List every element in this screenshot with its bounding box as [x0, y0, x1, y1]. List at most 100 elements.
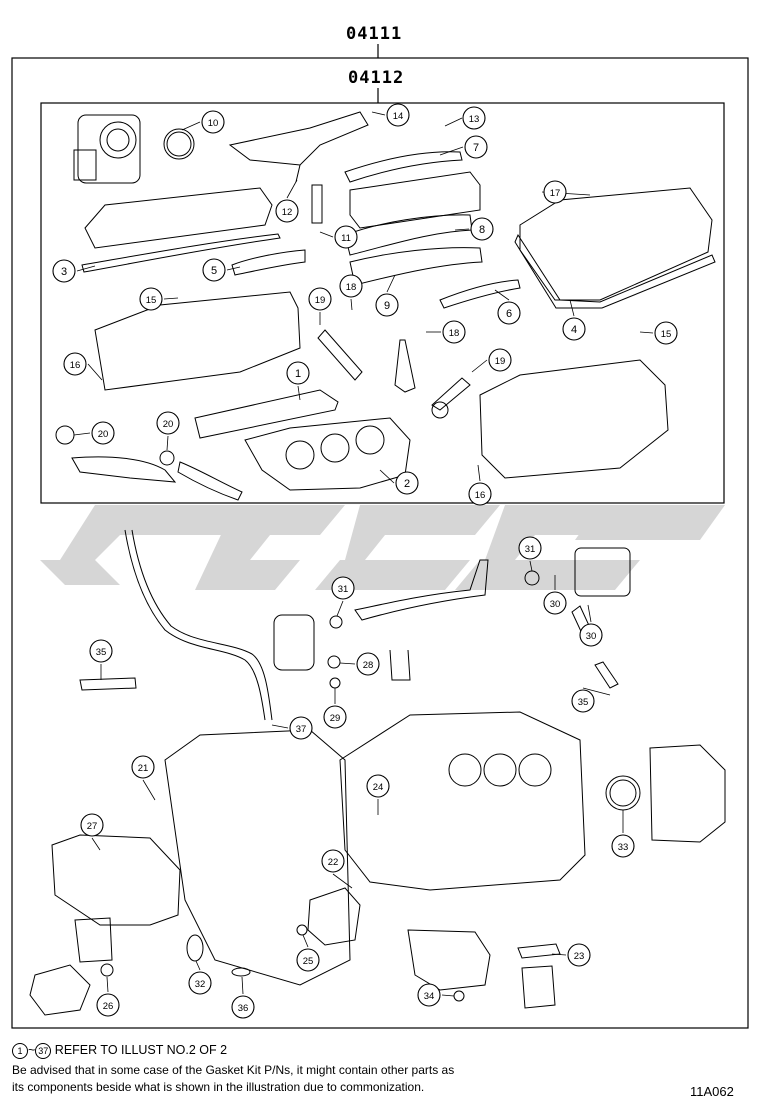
callout-number: 35: [96, 647, 107, 658]
callout-c35b: 35: [571, 689, 595, 713]
callout-c1: 1: [286, 361, 310, 385]
reference-note: 1~37 REFER TO ILLUST NO.2 OF 2: [12, 1042, 227, 1059]
callout-c24: 24: [366, 774, 390, 798]
callout-circle: [442, 320, 466, 344]
callout-number: 11: [341, 233, 351, 244]
callout-number: 19: [315, 295, 326, 306]
ref-end-badge: 37: [35, 1042, 52, 1059]
callout-c25: 25: [296, 948, 320, 972]
callout-circle: [488, 348, 512, 372]
callout-number: 9: [384, 300, 390, 312]
callout-circle: [543, 591, 567, 615]
callout-number: 26: [103, 1001, 114, 1012]
callout-number: 35: [578, 697, 589, 708]
callout-circle: [470, 217, 494, 241]
kit-code-inner: 04112: [348, 68, 405, 88]
callout-circle: [417, 983, 441, 1007]
callout-circle: [139, 287, 163, 311]
callout-number: 16: [475, 490, 486, 501]
callout-number: 21: [138, 763, 149, 774]
disclaimer-line-2: its components beside what is shown in t…: [12, 1080, 425, 1094]
callout-c31a: 31: [518, 536, 542, 560]
callout-circle: [562, 317, 586, 341]
callout-number: 14: [393, 111, 404, 122]
callout-number: 31: [338, 584, 349, 595]
callout-number: 4: [571, 324, 577, 336]
callout-c35a: 35: [89, 639, 113, 663]
callout-circle: [468, 482, 492, 506]
callout-circle: [308, 287, 332, 311]
kit-code-outer: 04111: [346, 24, 403, 44]
callout-c10: 10: [201, 110, 225, 134]
callout-number: 12: [282, 207, 293, 218]
callout-c7: 7: [464, 135, 488, 159]
callout-circle: [321, 849, 345, 873]
callout-circle: [334, 225, 358, 249]
callout-circle: [323, 705, 347, 729]
callout-circle: [96, 993, 120, 1017]
callout-number: 15: [146, 295, 157, 306]
leader-lines: [73, 111, 654, 997]
ref-start-badge: 1: [12, 1042, 28, 1059]
callout-c17: 17: [543, 180, 567, 204]
callout-number: 15: [661, 329, 672, 340]
callout-number: 18: [449, 328, 460, 339]
ref-tilde: ~: [28, 1043, 36, 1057]
callout-number: 7: [473, 142, 479, 154]
callout-circle: [202, 258, 226, 282]
callout-circle: [654, 321, 678, 345]
callout-c28: 28: [356, 652, 380, 676]
callout-c20a: 20: [91, 421, 115, 445]
callout-c19a: 19: [308, 287, 332, 311]
callout-circle: [89, 639, 113, 663]
callout-circle: [63, 352, 87, 376]
callout-c31b: 31: [331, 576, 355, 600]
callout-number: 32: [195, 979, 206, 990]
callout-circle: [497, 301, 521, 325]
callout-number: 5: [211, 265, 217, 277]
callout-circle: [571, 689, 595, 713]
callout-number: 16: [70, 360, 81, 371]
callout-number: 28: [363, 660, 374, 671]
disclaimer-line-1: Be advised that in some case of the Gask…: [12, 1063, 455, 1077]
callout-c4: 4: [562, 317, 586, 341]
callout-number: 20: [98, 429, 109, 440]
callout-circle: [52, 259, 76, 283]
callout-c15a: 15: [139, 287, 163, 311]
callout-circle: [339, 274, 363, 298]
callout-number: 2: [404, 478, 410, 490]
callout-c34: 34: [417, 983, 441, 1007]
callout-c18a: 18: [339, 274, 363, 298]
callout-number: 13: [469, 114, 480, 125]
callout-c21: 21: [131, 755, 155, 779]
callout-circle: [231, 995, 255, 1019]
callout-number: 19: [495, 356, 506, 367]
callout-number: 8: [479, 224, 485, 236]
callout-circle: [518, 536, 542, 560]
callout-circle: [395, 471, 419, 495]
callout-c18b: 18: [442, 320, 466, 344]
callout-number: 30: [586, 631, 597, 642]
frames: [11, 44, 749, 1029]
callout-c30b: 30: [579, 623, 603, 647]
callout-number: 37: [296, 724, 307, 735]
callout-number: 22: [328, 857, 339, 868]
callout-c16b: 16: [468, 482, 492, 506]
callout-c33: 33: [611, 834, 635, 858]
callout-circle: [375, 293, 399, 317]
callout-number: 10: [208, 118, 219, 129]
callout-number: 1: [295, 368, 301, 380]
ref-text: REFER TO ILLUST NO.2 OF 2: [54, 1043, 228, 1057]
callout-circle: [331, 576, 355, 600]
callout-c12: 12: [275, 199, 299, 223]
callout-circle: [80, 813, 104, 837]
callout-c27: 27: [80, 813, 104, 837]
callout-c5: 5: [202, 258, 226, 282]
inner-frame: [40, 102, 725, 504]
callout-number: 18: [346, 282, 357, 293]
outer-frame: [11, 57, 749, 1029]
callout-circle: [611, 834, 635, 858]
callout-circle: [296, 948, 320, 972]
callout-circle: [275, 199, 299, 223]
callout-circle: [156, 411, 180, 435]
